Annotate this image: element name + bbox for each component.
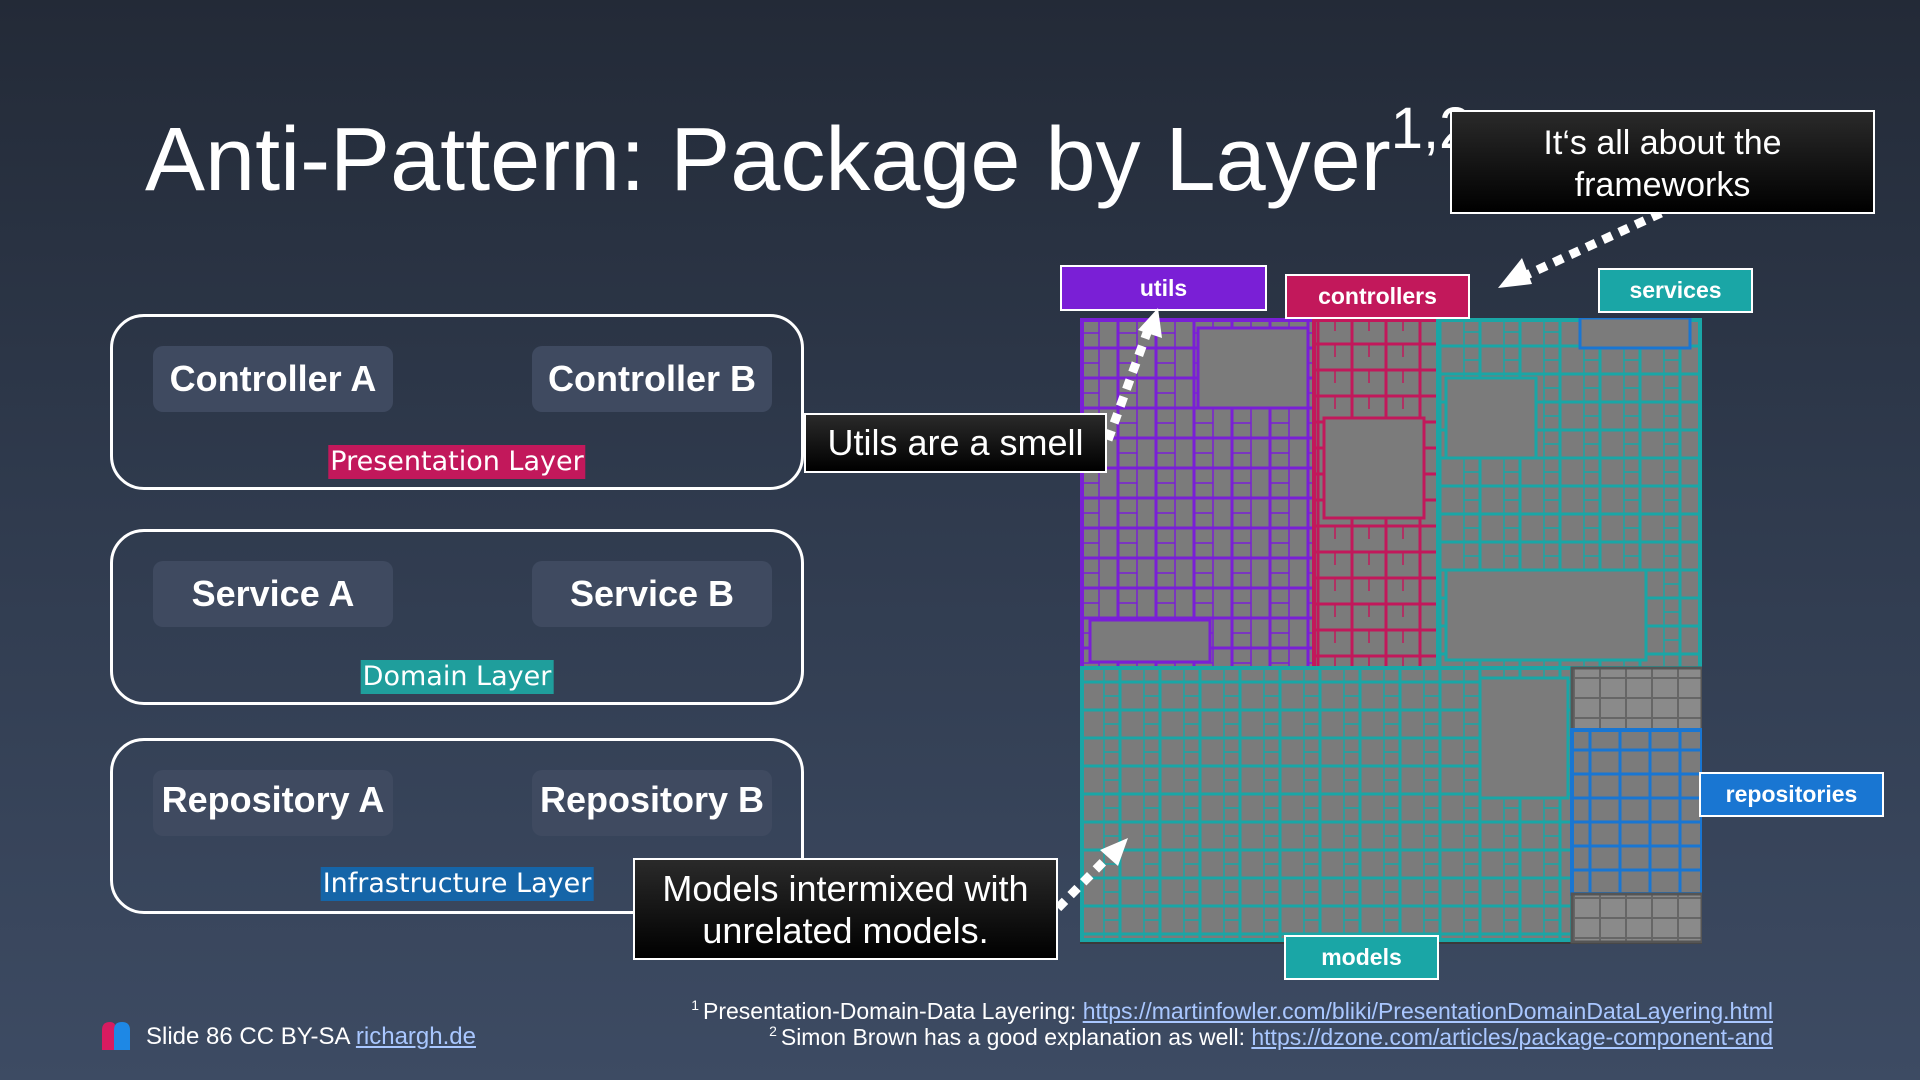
- treemap-services-cell: [1444, 568, 1648, 662]
- domain-layer-box: Service A Service B Domain Layer: [110, 529, 804, 705]
- repositories-package-label: repositories: [1699, 772, 1884, 817]
- controllers-package-label: controllers: [1285, 274, 1470, 319]
- repository-a-box: Repository A: [153, 770, 393, 836]
- models-package-label: models: [1284, 935, 1439, 980]
- footer-text: Slide 86 CC BY-SA: [146, 1023, 356, 1050]
- footer-link[interactable]: richargh.de: [355, 1023, 476, 1050]
- treemap-services-cell: [1444, 376, 1538, 460]
- service-b-box: Service B: [532, 561, 772, 627]
- treemap-misc-block: [1570, 666, 1702, 732]
- footnote-2-num: 2: [769, 1023, 777, 1039]
- utils-package-label: utils: [1060, 265, 1267, 311]
- infrastructure-layer-box: Repository A Repository B Infrastructure…: [110, 738, 804, 914]
- models-callout: Models intermixed with unrelated models.: [633, 858, 1058, 960]
- richargh-logo-icon: [102, 1022, 130, 1050]
- utils-callout: Utils are a smell: [804, 413, 1107, 473]
- controller-b-box: Controller B: [532, 346, 772, 412]
- frameworks-arrowhead: [1498, 258, 1532, 288]
- presentation-layer-box: Controller A Controller B Presentation L…: [110, 314, 804, 490]
- presentation-layer-tag: Presentation Layer: [328, 445, 586, 479]
- slide-footer: Slide 86 CC BY-SA richargh.de: [146, 1023, 476, 1051]
- slide-title: Anti-Pattern: Package by Layer1,2: [145, 96, 1471, 231]
- treemap-models-cell: [1478, 676, 1570, 800]
- footnote-1-num: 1: [691, 997, 699, 1013]
- service-a-box: Service A: [153, 561, 393, 627]
- slide-title-text: Anti-Pattern: Package by Layer: [145, 110, 1391, 210]
- treemap-utils-cell: [1088, 618, 1212, 664]
- footnote-1-link[interactable]: https://martinfowler.com/bliki/Presentat…: [1082, 998, 1773, 1024]
- services-package-label: services: [1598, 268, 1753, 313]
- footnote-2-text: Simon Brown has a good explanation as we…: [780, 1024, 1252, 1050]
- treemap-repositories-block: [1570, 728, 1702, 896]
- frameworks-callout: It‘s all about the frameworks: [1450, 110, 1875, 214]
- footnote-1-text: Presentation-Domain-Data Layering:: [702, 998, 1083, 1024]
- treemap-utils-cell: [1196, 326, 1310, 410]
- footnote-2-link[interactable]: https://dzone.com/articles/package-compo…: [1251, 1024, 1773, 1050]
- infrastructure-layer-tag: Infrastructure Layer: [320, 867, 594, 901]
- treemap-controllers-cell: [1322, 416, 1426, 520]
- repository-b-box: Repository B: [532, 770, 772, 836]
- controller-a-box: Controller A: [153, 346, 393, 412]
- domain-layer-tag: Domain Layer: [360, 660, 554, 694]
- treemap-misc-block: [1570, 892, 1702, 944]
- treemap-repositories-cell: [1578, 318, 1692, 350]
- package-treemap: [1080, 318, 1702, 944]
